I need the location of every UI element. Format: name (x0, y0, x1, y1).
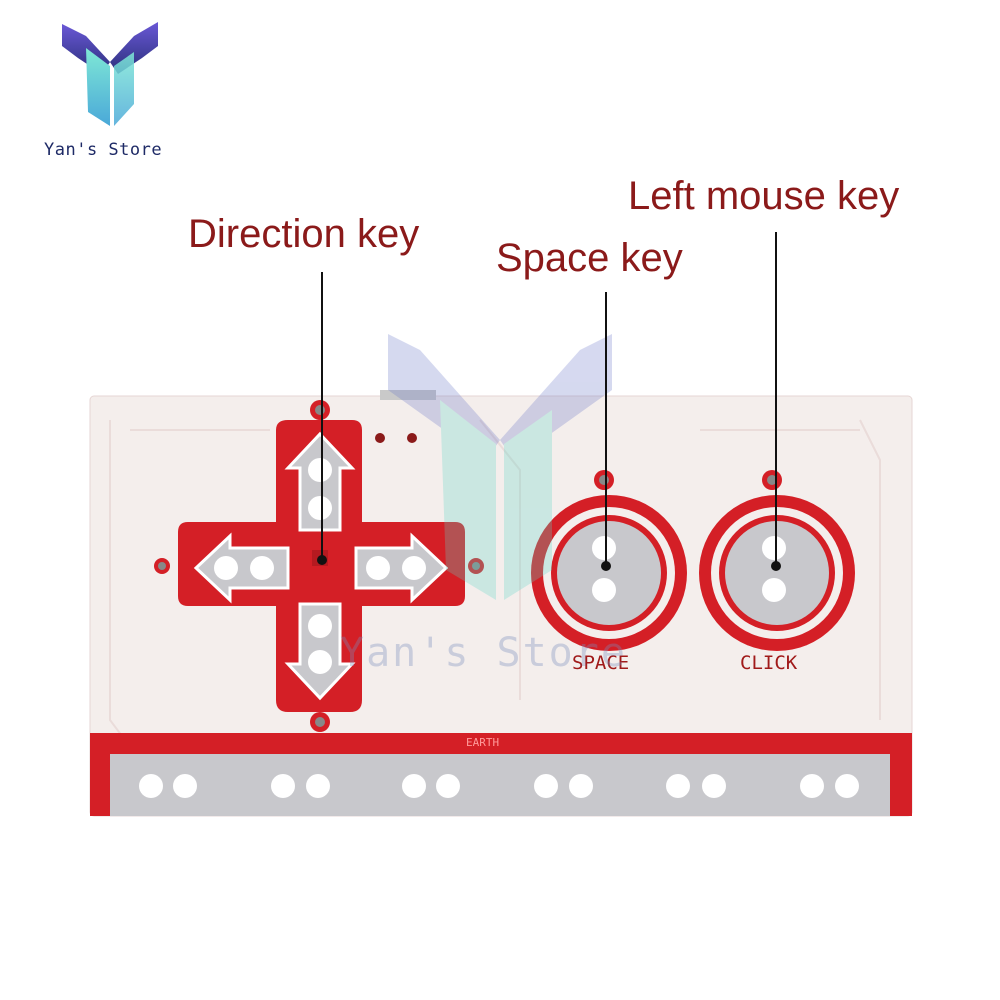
yans-store-logo-icon (62, 22, 158, 126)
left-mouse-key-label: Left mouse key (628, 174, 900, 218)
space-key-label: Space key (496, 236, 683, 280)
up-arrow-icon[interactable] (284, 431, 356, 532)
watermark-logo (388, 334, 612, 600)
space-silkscreen: SPACE (572, 652, 630, 674)
right-arrow-icon[interactable] (354, 532, 449, 604)
brand-name: Yan's Store (44, 140, 163, 160)
direction-key-label: Direction key (188, 212, 420, 256)
left-arrow-icon[interactable] (193, 532, 290, 604)
space-button[interactable] (531, 470, 687, 651)
click-button[interactable] (699, 470, 855, 651)
earth-holes (139, 774, 859, 798)
usb-connector (380, 390, 436, 400)
earth-strip[interactable] (90, 733, 912, 816)
earth-silkscreen: EARTH (466, 736, 500, 749)
click-silkscreen: CLICK (740, 652, 798, 674)
watermark-text: Yan's Store (340, 630, 627, 676)
down-arrow-icon[interactable] (284, 602, 356, 701)
brand-logo (58, 18, 162, 130)
